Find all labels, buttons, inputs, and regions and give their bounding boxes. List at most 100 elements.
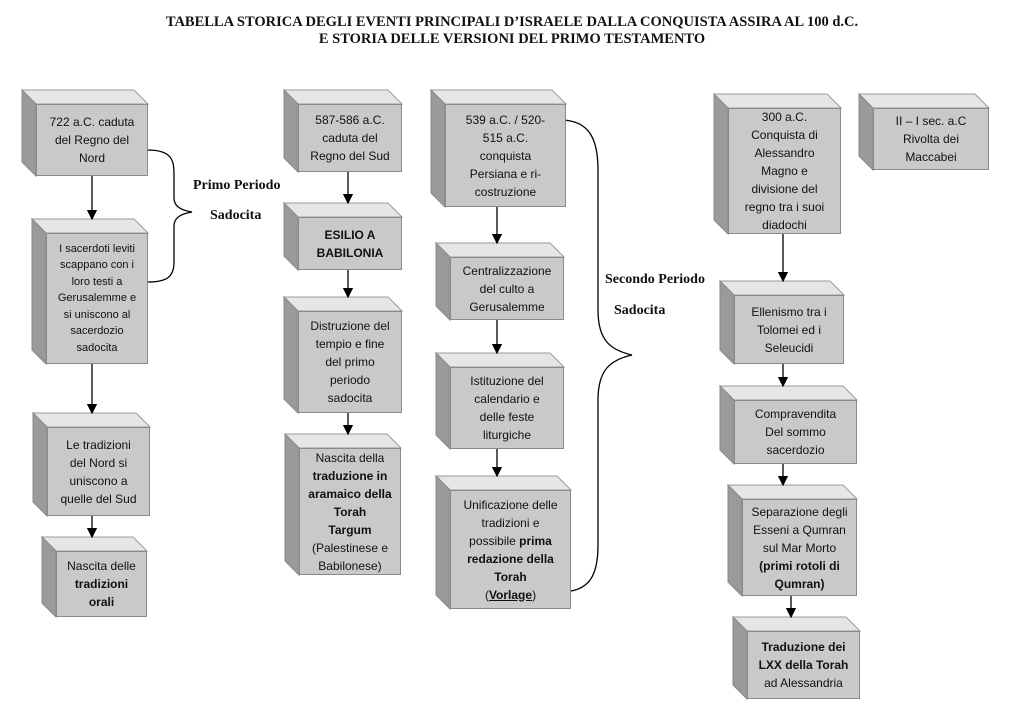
b16-line-0: Compravendita [754,407,837,421]
b7-bevel-side [283,295,299,415]
b13-bevel-side [713,92,729,236]
b14-line-1: Rivolta dei [902,132,959,146]
b13-line-6: diadochi [762,218,807,232]
b6-bevel-top [282,202,404,218]
b10-line-0: Centralizzazione [462,263,552,278]
b3-line-2: uniscono a [69,473,128,488]
b11-bevel-side [435,351,451,451]
b2-line-4: si uniscono al [63,308,131,321]
b5-bevel-side [283,88,299,174]
b7-line-0: Distruzione del [310,319,390,333]
b4-line-0: Nascita delle [67,559,136,573]
b12-line-0: Unificazione delle [463,497,558,512]
b11-line-1: calendario e [474,392,540,406]
b4-line-1: tradizioni [74,577,129,591]
b4-bevel-top [40,536,149,552]
page-title: TABELLA STORICA DEGLI EVENTI PRINCIPALI … [0,14,1024,48]
b8-line-3: Torah [333,504,367,519]
b11-line-2: delle feste [479,410,535,424]
b3-bevel-side [32,411,48,518]
b10-bevel-top [434,242,566,258]
b13-line-1: Conquista di [751,128,818,142]
b3-line-3: quelle del Sud [60,491,137,506]
b2-bevel-side [31,217,47,366]
b9-line-2: conquista [479,148,532,163]
b9-line-4: costruzione [474,184,537,199]
b2-bevel-top [30,218,150,234]
b17-line-2: sul Mar Morto [762,540,837,555]
b9-line-0: 539 a.C. / 520- [465,112,546,127]
b12-line-5: (Vorlage) [484,587,537,602]
b8-line-5: (Palestinese e [311,540,389,555]
label-secondo-sadocita: Sadocita [614,303,666,318]
b18-line-0: Traduzione dei [761,640,846,654]
b9-bevel-side [430,88,446,209]
b6-line-1: BABILONIA [316,245,384,260]
b15-line-0: Ellenismo tra i [751,304,827,319]
b18-line-1: LXX della Torah [758,658,849,672]
b18-bevel-top [731,616,862,632]
b7-bevel-top [282,296,404,312]
b2-line-5: sacerdozio [70,325,124,338]
title-line-2: E STORIA DELLE VERSIONI DEL PRIMO TESTAM… [318,31,706,47]
b17-bevel-top [726,484,859,500]
b1-bevel-top [20,89,150,105]
b14-line-2: Maccabei [905,150,957,164]
b15-line-1: Tolomei ed i [756,322,821,337]
b9-bevel-top [429,89,568,105]
b17-bevel-side [727,483,743,598]
b17-line-4: Qumran) [774,576,825,591]
b17-line-1: Esseni a Qumran [753,522,846,537]
b4-bevel-side [41,535,57,619]
b8-line-1: traduzione in [312,468,388,483]
b10-line-2: Gerusalemme [469,299,545,314]
b12-bevel-top [434,475,573,491]
b11-bevel-top [434,352,566,368]
b5-bevel-top [282,89,404,105]
b18-line-2: ad Alessandria [764,676,843,690]
label-primo-periodo: Primo Periodo [193,178,281,193]
event-box-b10: Centralizzazione del culto a Gerusalemme [450,257,564,320]
b3-bevel-top [31,412,152,428]
b7-line-4: sadocita [327,391,373,405]
b7-line-1: tempio e fine [315,337,385,351]
b17-line-0: Separazione degli [751,504,848,519]
b13-line-0: 300 a.C. [761,110,808,124]
b15-bevel-top [718,280,846,296]
b2-line-3: Gerusalemme e [57,292,137,305]
b5-line-1: caduta del [322,131,378,145]
b3-line-0: Le tradizioni [66,437,131,452]
b16-bevel-side [719,384,735,466]
b11-line-3: liturgiche [482,428,531,442]
b16-bevel-top [718,385,859,401]
b8-line-6: Babilonese) [318,558,382,573]
b12-line-1: tradizioni e [481,515,540,530]
b1-bevel-side [21,88,37,178]
b8-line-0: Nascita della [315,450,385,465]
b10-line-1: del culto a [479,281,535,296]
b14-bevel-top [857,93,991,109]
